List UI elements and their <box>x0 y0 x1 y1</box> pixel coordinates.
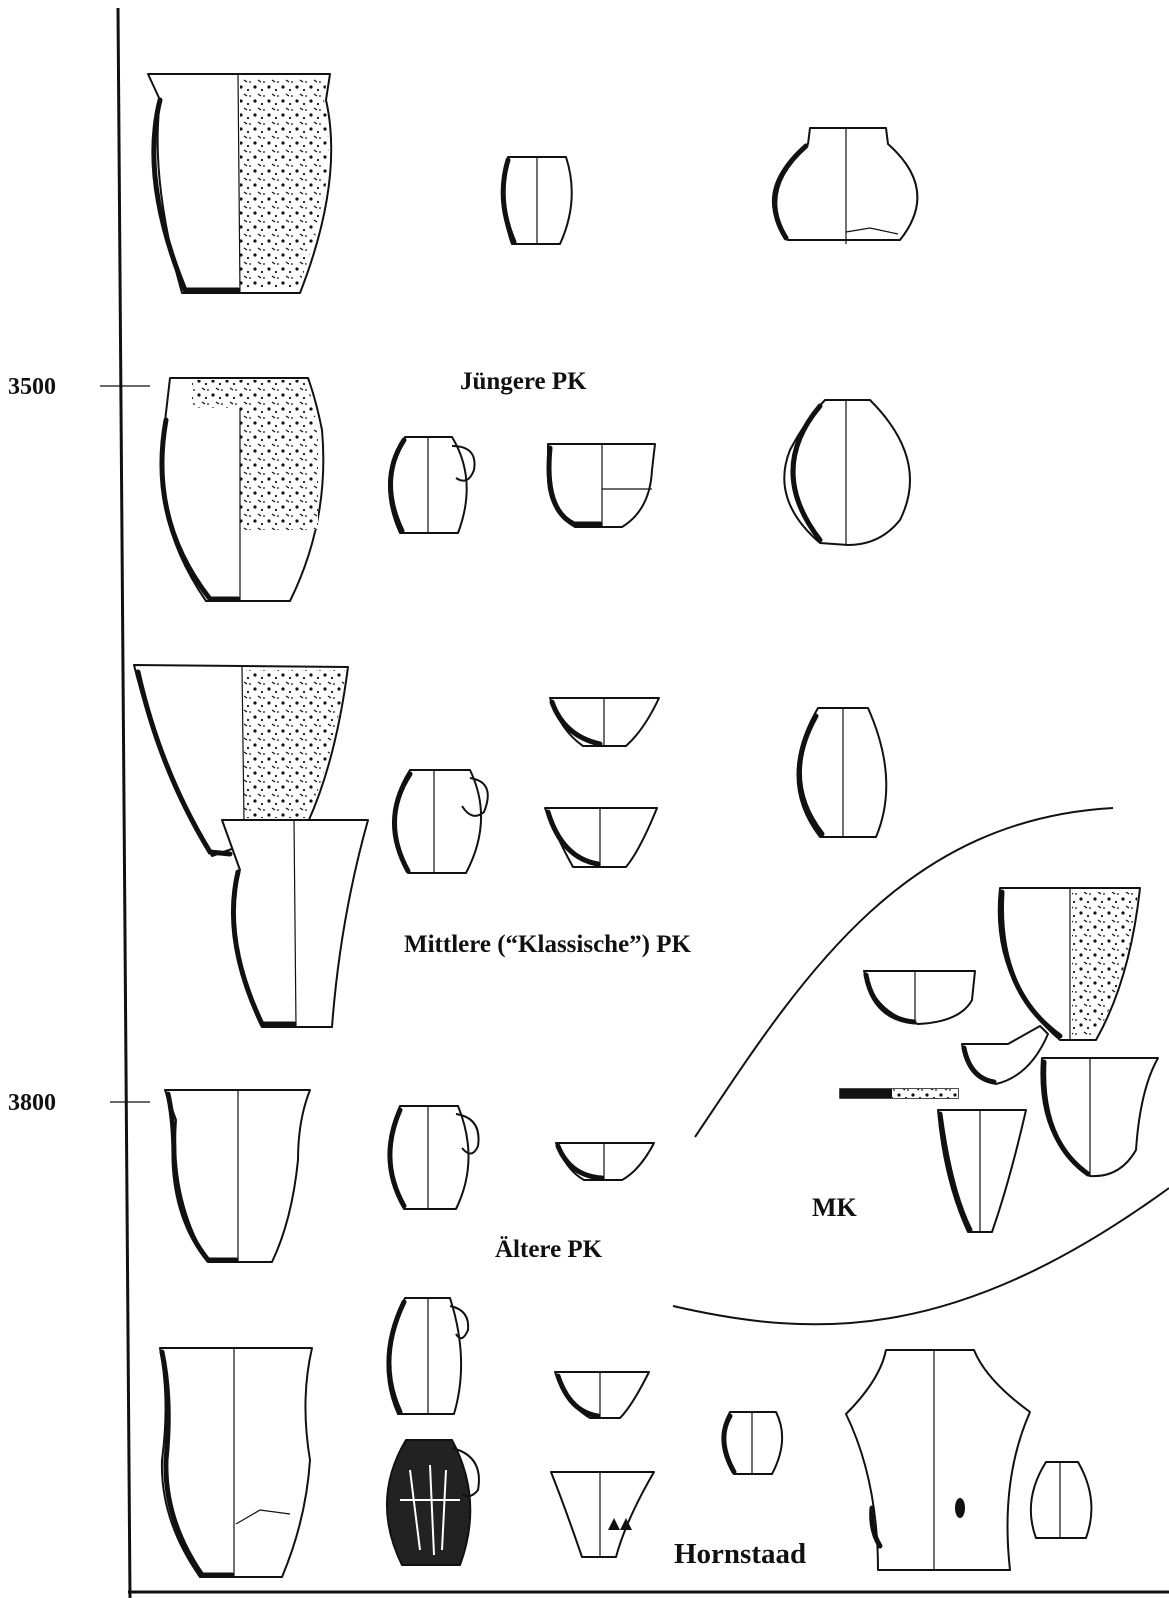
pot-globular-1 <box>773 128 917 244</box>
phase-label-juengere: Jüngere PK <box>460 368 587 395</box>
mk-pot-globular <box>1041 1058 1158 1176</box>
mk-ladle <box>962 1026 1048 1084</box>
mk-bowl-1 <box>864 971 975 1024</box>
bowl-1 <box>550 698 659 746</box>
mk-bar-object <box>840 1089 958 1098</box>
pot-beaker-1 <box>222 820 368 1027</box>
bowl-2 <box>545 808 657 867</box>
pot-large-textured-1 <box>148 74 331 293</box>
phase-label-mittlere: Mittlere (“Klassische”) PK <box>404 931 692 958</box>
row-1-vessels <box>148 74 917 293</box>
boundary-curve-lower <box>673 1188 1169 1324</box>
pot-small-1 <box>503 157 572 244</box>
mk-vessels <box>840 888 1158 1232</box>
pot-small-5 <box>723 1412 782 1474</box>
tick-label-3500: 3500 <box>8 374 56 400</box>
pot-jug-handle-1 <box>389 437 474 533</box>
timeline-axis: 3500 3800 <box>8 8 150 1598</box>
pot-large-5 <box>160 1348 312 1577</box>
pot-jug-handle-2 <box>393 770 487 873</box>
bowl-4 <box>555 1372 649 1418</box>
pot-large-4 <box>165 1090 310 1262</box>
pot-large-bag-shape <box>846 1350 1030 1570</box>
row-2-vessels <box>161 378 910 601</box>
pot-decorated-jug <box>387 1440 479 1565</box>
mk-beaker <box>938 1110 1026 1232</box>
pot-globular-2 <box>784 400 910 545</box>
phase-label-hornstaad: Hornstaad <box>674 1538 806 1570</box>
mk-pot-large-textured <box>999 888 1140 1040</box>
tick-label-3800: 3800 <box>8 1090 56 1116</box>
timeline-axis-line <box>118 8 130 1598</box>
row-3-vessels <box>134 665 886 1027</box>
phase-label-aeltere: Ältere PK <box>495 1236 603 1263</box>
phase-label-mk: MK <box>812 1193 858 1222</box>
pot-jug-handle-4 <box>388 1298 469 1414</box>
bowl-5 <box>551 1472 654 1557</box>
bowl-3 <box>556 1143 654 1180</box>
pot-cup-1 <box>548 444 655 527</box>
row-5-vessels <box>160 1298 1091 1577</box>
pot-globular-3 <box>797 708 886 837</box>
pot-large-textured-2 <box>161 378 323 601</box>
pot-jug-handle-3 <box>389 1106 479 1209</box>
pot-small-6 <box>1031 1462 1092 1538</box>
